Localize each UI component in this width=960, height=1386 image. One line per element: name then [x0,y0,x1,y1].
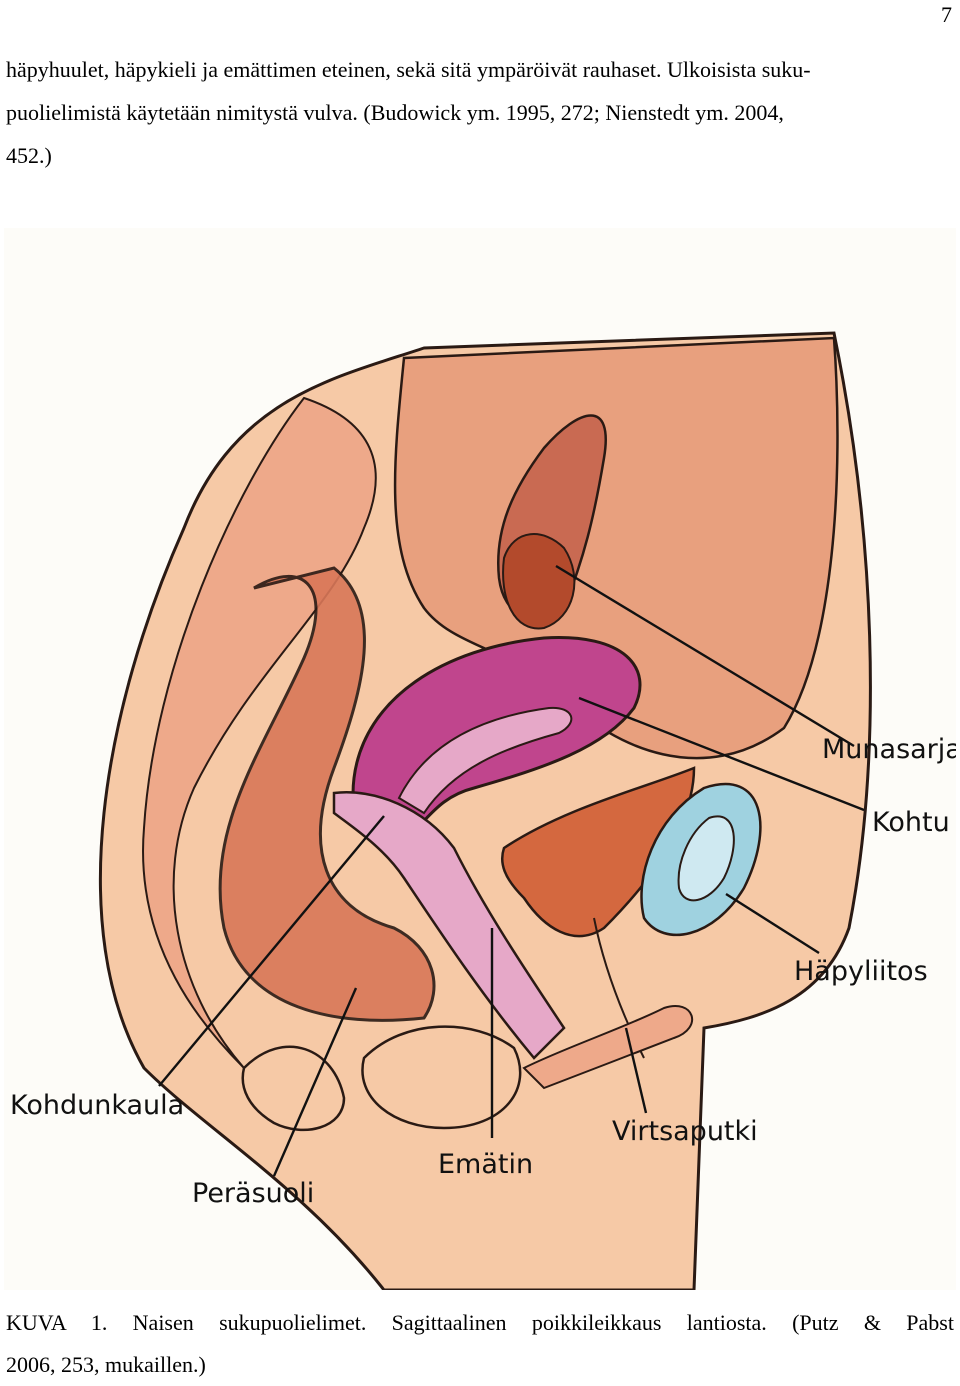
leader-lines [158,564,865,1177]
figure-caption: KUVA 1. Naisen sukupuolielimet. Sagittaa… [6,1302,954,1386]
leader-perasuoli [272,987,358,1177]
anatomy-illustration: Munasarja Kohtu Häpyliitos Kohdunkaula V… [4,228,956,1290]
bladder [500,766,696,938]
body-line: puolielimistä käytetään nimitystä vulva.… [6,100,784,125]
body-paragraph: häpyhuulet, häpykieli ja emättimen etein… [6,48,954,177]
uterine-cavity [397,706,573,815]
label-kohdunkaula: Kohdunkaula [10,1090,184,1121]
label-perasuoli: Peräsuoli [192,1178,314,1209]
anatomy-figure: Munasarja Kohtu Häpyliitos Kohdunkaula V… [4,228,956,1290]
leader-virtsaputki [624,1027,648,1114]
labia [522,1005,694,1090]
rectum [218,566,436,1022]
label-ematin: Emätin [438,1149,533,1180]
caption-line-2: 2006, 253, mukaillen.) [6,1352,206,1377]
perineum [361,1025,522,1130]
label-kohtu: Kohtu [872,807,950,838]
leader-hapyliitos [725,892,820,955]
leader-kohtu [578,696,865,812]
label-hapyliitos: Häpyliitos [794,956,928,987]
caption-line-1: KUVA 1. Naisen sukupuolielimet. Sagittaa… [6,1310,954,1335]
body-line: 452.) [6,143,52,168]
body-line: häpyhuulet, häpykieli ja emättimen etein… [6,57,811,82]
leader-kohdunkaula [158,815,385,1087]
leader-munasarja [555,564,855,748]
sacrum-region [142,396,377,1069]
page-number: 7 [941,2,952,27]
label-virtsaputki: Virtsaputki [612,1116,758,1147]
ovary-body [502,533,576,630]
anus-region [241,1045,346,1132]
label-munasarja: Munasarja [822,734,956,765]
pubic-symphysis-inner [677,815,735,902]
vagina [332,791,566,1060]
